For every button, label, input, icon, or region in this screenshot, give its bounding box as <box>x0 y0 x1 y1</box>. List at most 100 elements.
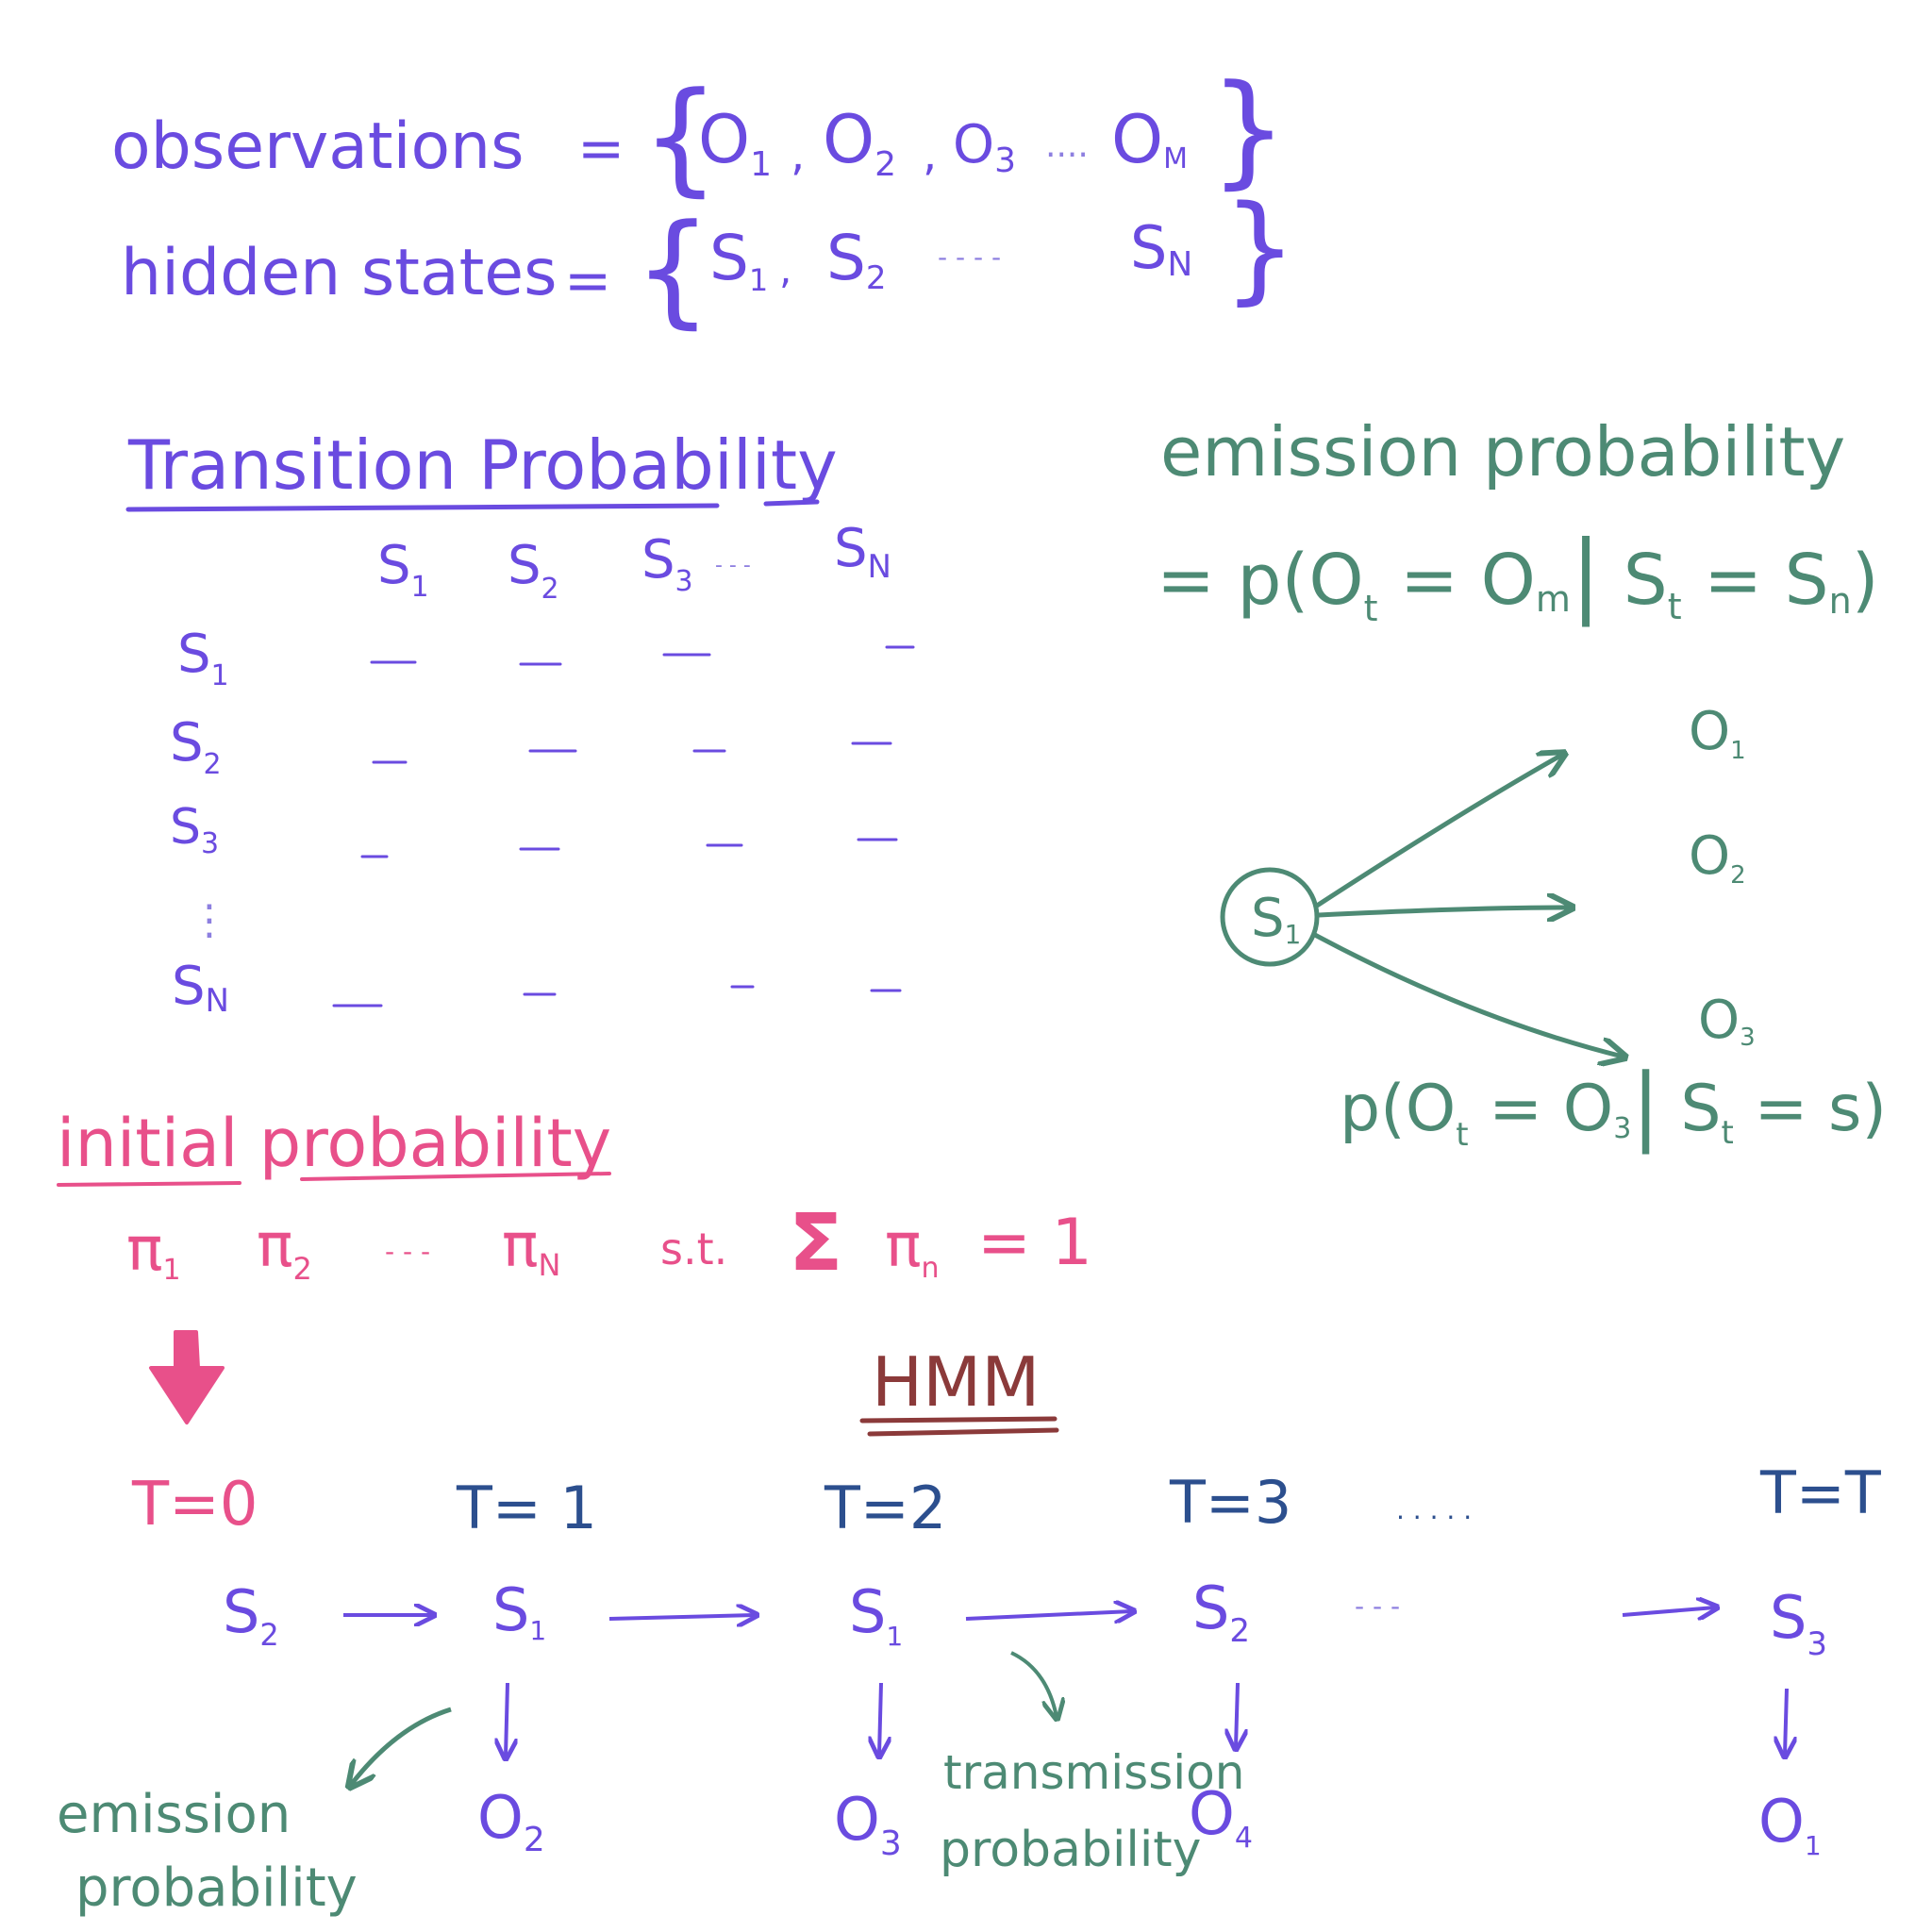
hidden-states-label: hidden states <box>121 236 558 310</box>
transmission-note-line-2: probability <box>940 1822 1201 1878</box>
observations-open-brace: { <box>641 65 720 208</box>
time-t3: T=3 <box>1169 1468 1291 1537</box>
hmm-obs-o3: O3 <box>834 1785 902 1863</box>
hmm-state-1: S1 <box>492 1575 546 1646</box>
hmm-annotations: emission probability transmission probab… <box>57 1651 1244 1919</box>
observation-o2: O2 <box>823 101 896 184</box>
observation-om: OM <box>1111 101 1188 178</box>
hmm-obs-o1: O1 <box>1758 1787 1822 1861</box>
transition-arrow-4-5 <box>1622 1607 1715 1615</box>
transition-column-headers: S1 S2 S3 - - - SN <box>377 518 891 606</box>
hidden-state-s1: S1 <box>709 222 768 298</box>
hidden-state-s2: S2 <box>826 222 887 297</box>
emission-note-line-2: probability <box>75 1857 358 1919</box>
hidden-states-set: hidden states = { S1 , S2 - - - - SN } <box>121 181 1297 341</box>
time-t1: T= 1 <box>456 1474 597 1542</box>
initial-such-that: s.t. <box>660 1224 727 1274</box>
col-header-s3: S3 <box>641 529 693 598</box>
observations-ellipsis: .... <box>1045 126 1089 165</box>
transition-arrow-2-3 <box>965 1611 1132 1619</box>
hmm-section: HMM T=0 T= 1 T=2 T=3 . . . . . T=T S2 S1… <box>57 1342 1882 1919</box>
observations-set: observations = { O1 , O2 , O3 .... OM } <box>111 58 1288 208</box>
hidden-states-equals: = <box>564 248 611 314</box>
emission-example-formula: p(Ot = O3| St = s) <box>1340 1056 1887 1155</box>
observation-o1: O1 <box>698 101 772 184</box>
emission-diagram: S1 O1 O2 O3 p(Ot = O3| St = s) <box>1220 701 1887 1155</box>
hmm-emission-arrows <box>506 1682 1787 1757</box>
hidden-states-open-brace: { <box>634 197 712 341</box>
hmm-observations: O2 O3 O4 O1 <box>477 1779 1822 1863</box>
hmm-title: HMM <box>872 1342 1040 1422</box>
row-header-s3: S3 <box>170 799 219 860</box>
transmission-note-line-1: transmission <box>943 1745 1244 1800</box>
state-node-label: S1 <box>1251 888 1301 950</box>
emission-title: emission probability <box>1160 412 1845 491</box>
hmm-state-dots: - - - <box>1355 1591 1400 1622</box>
initial-pi-1: π1 <box>126 1215 181 1287</box>
emission-arrow-3 <box>1236 1682 1238 1747</box>
transition-title: Transition Probability <box>127 425 838 505</box>
transition-arrow-1-2 <box>608 1615 755 1619</box>
time-dots: . . . . . <box>1396 1494 1472 1525</box>
col-header-sn: SN <box>834 518 891 586</box>
hmm-time-labels: T=0 T= 1 T=2 T=3 . . . . . T=T <box>131 1458 1882 1542</box>
hidden-states-comma: , <box>779 246 791 292</box>
hmm-state-3: S2 <box>1192 1574 1250 1650</box>
hmm-state-0: S2 <box>223 1577 279 1653</box>
col-header-s1: S1 <box>377 535 429 604</box>
emission-output-o1: O1 <box>1689 701 1746 765</box>
hmm-states: S2 S1 S1 S2 - - - S3 <box>223 1574 1827 1663</box>
hmm-transition-arrows <box>343 1607 1715 1619</box>
hidden-states-close-brace: } <box>1223 181 1297 317</box>
observations-comma-1: , <box>791 128 805 181</box>
transition-row-headers: S1 S2 S3 ⋮ SN <box>170 624 230 1020</box>
initial-pi-n: πN <box>502 1211 560 1283</box>
emission-probability: emission probability = p(Ot = Om| St = S… <box>1157 412 1879 629</box>
initial-title: initial probability <box>57 1105 611 1182</box>
transition-probability: Transition Probability S1 S2 S3 - - - SN… <box>125 425 915 1020</box>
row-header-s2: S2 <box>170 712 222 781</box>
hidden-state-sn: SN <box>1130 213 1192 284</box>
hmm-state-4: S3 <box>1770 1583 1827 1663</box>
observations-equals: = <box>577 116 625 182</box>
observations-close-brace: } <box>1209 58 1288 201</box>
emission-arrow-4 <box>1785 1688 1787 1755</box>
emission-arrow-1 <box>506 1682 508 1757</box>
time-t2: T=2 <box>824 1474 946 1542</box>
emission-output-o3: O3 <box>1698 990 1756 1052</box>
row-header-vdots: ⋮ <box>189 896 230 944</box>
emission-formula: = p(Ot = Om| St = Sn) <box>1157 522 1879 629</box>
emission-note-line-1: emission <box>57 1784 291 1845</box>
state-node-circle <box>1220 867 1320 967</box>
initial-probability: initial probability π1 π2 - - - πN s.t. … <box>57 1105 1092 1424</box>
observation-o3: O3 <box>953 114 1016 180</box>
hmm-title-underline <box>859 1416 1059 1437</box>
hmm-obs-o2: O2 <box>477 1783 545 1859</box>
initial-sigma: Σ <box>789 1196 842 1289</box>
emission-arrow-o3 <box>1311 931 1623 1057</box>
hidden-states-dashes: - - - - <box>938 242 1001 273</box>
transition-title-underline <box>125 499 820 512</box>
emission-arrow-o1 <box>1315 755 1562 908</box>
emission-arrow-o2 <box>1318 908 1570 915</box>
initial-down-arrow-icon <box>149 1330 225 1424</box>
time-tT: T=T <box>1759 1458 1882 1527</box>
emission-output-o2: O2 <box>1689 825 1746 890</box>
hmm-state-2: S1 <box>849 1577 903 1652</box>
initial-pi-2: π2 <box>257 1211 312 1287</box>
observations-comma-2: , <box>923 128 937 181</box>
emission-note-arrow <box>351 1707 452 1785</box>
col-header-s2: S2 <box>508 535 559 606</box>
observations-label: observations <box>111 109 525 184</box>
transmission-note-arrow <box>1010 1651 1057 1717</box>
initial-dots: - - - <box>385 1236 430 1267</box>
emission-arrow-2 <box>879 1682 881 1755</box>
initial-title-underline <box>57 1172 611 1187</box>
row-header-s1: S1 <box>177 624 229 692</box>
row-header-sn: SN <box>172 956 229 1020</box>
initial-equals-one: = 1 <box>977 1206 1092 1280</box>
transition-matrix-cells <box>332 645 915 1008</box>
time-t0: T=0 <box>131 1470 258 1540</box>
col-header-dots: - - - <box>715 554 751 577</box>
